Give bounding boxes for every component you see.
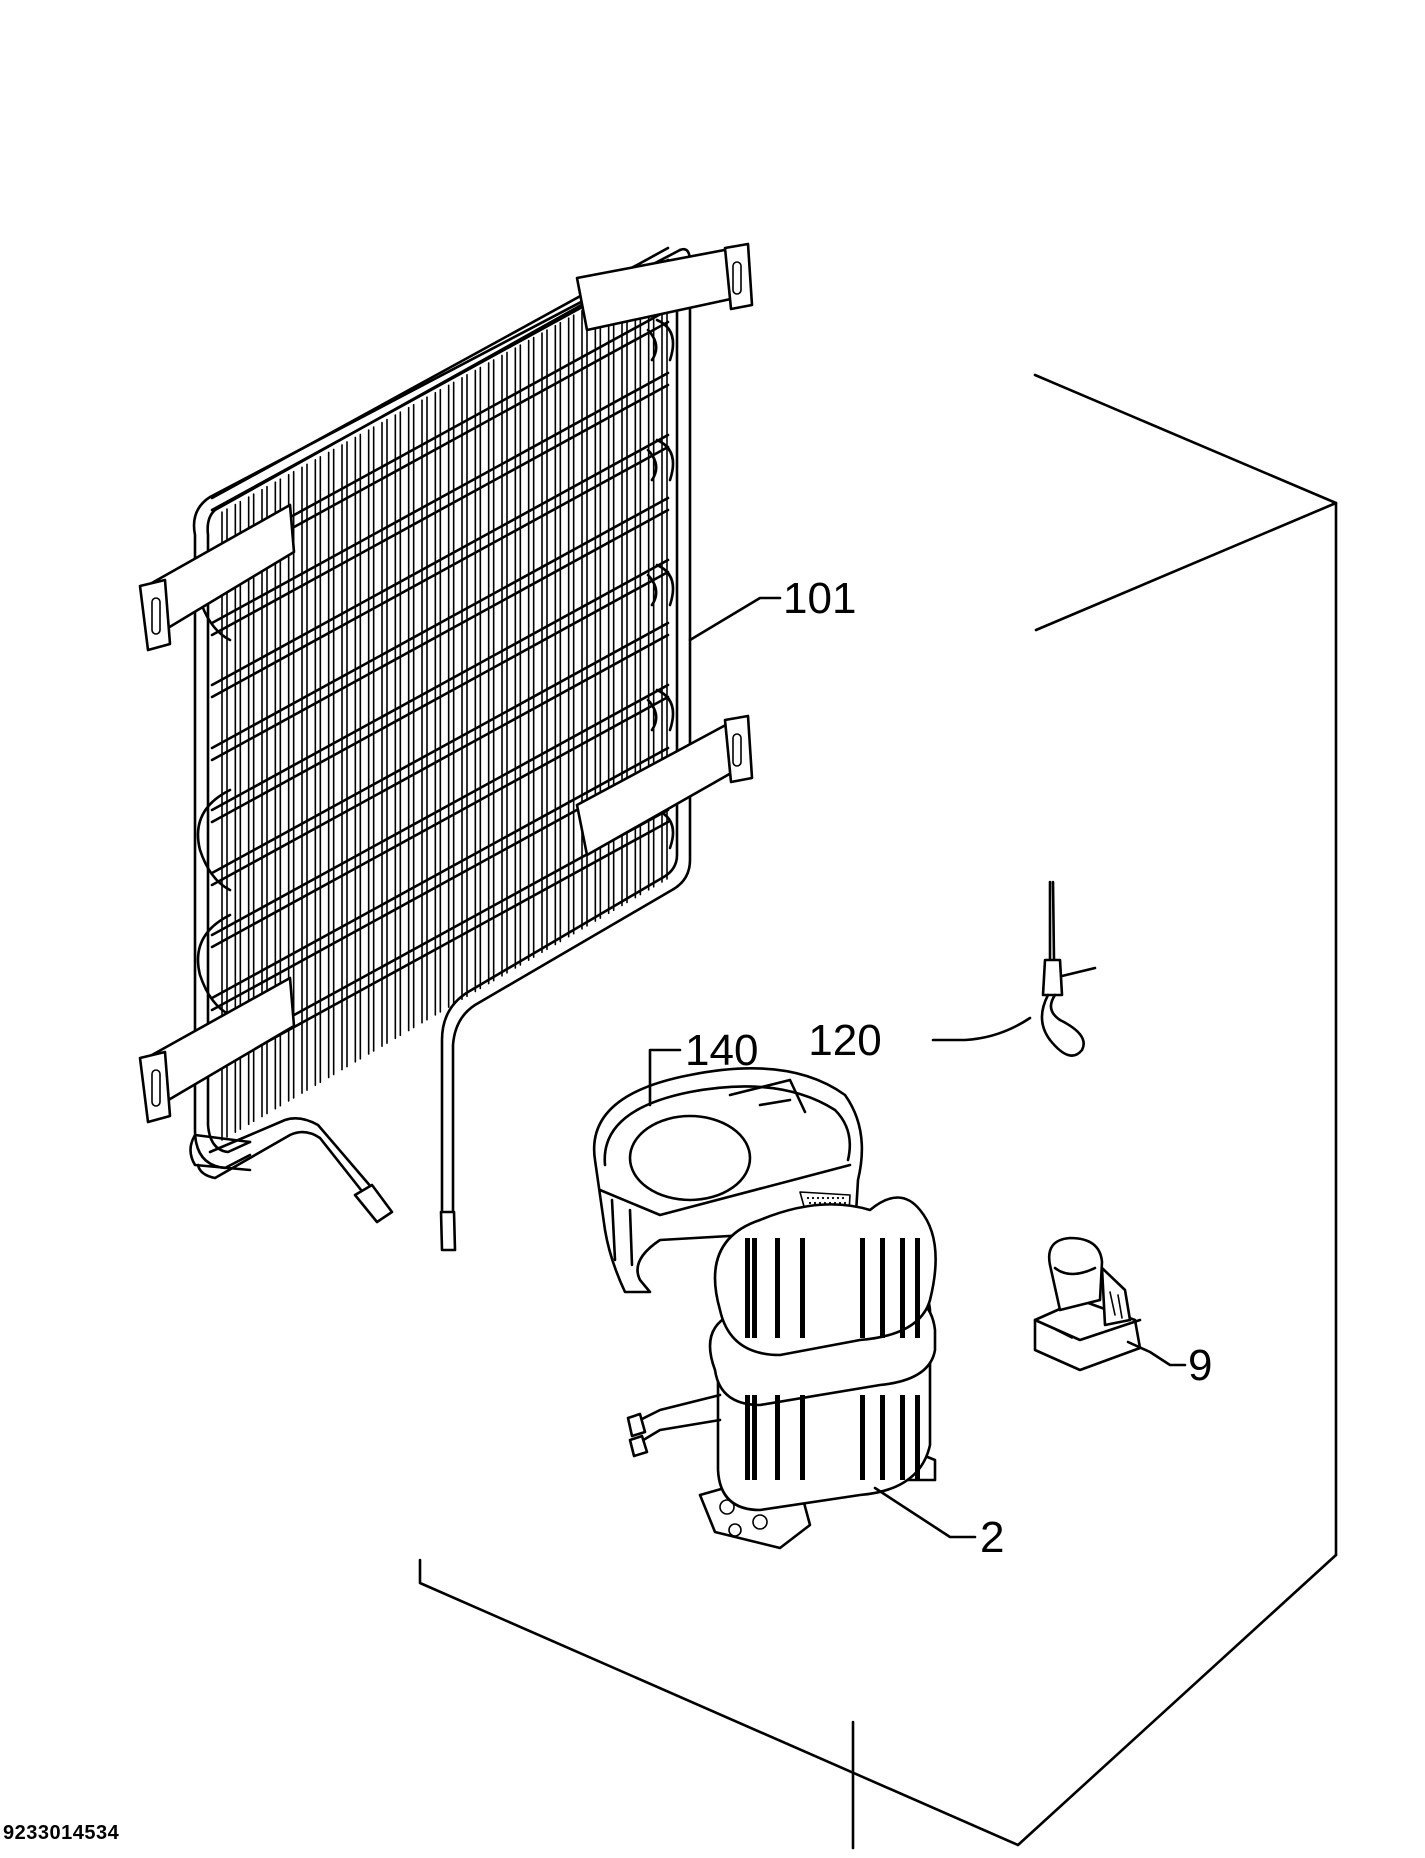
condenser-tube-run — [210, 508, 670, 762]
compressor-stripe — [745, 1238, 750, 1338]
tray-texture-dot — [831, 1196, 835, 1200]
tray-texture-dot — [806, 1196, 810, 1200]
condenser-tube-run — [210, 621, 670, 875]
leader-lines — [648, 596, 1187, 1539]
callout-labels: 101 120 140 2 9 — [685, 574, 1212, 1562]
tray-texture-dot — [841, 1196, 845, 1200]
compressor-stripe — [900, 1238, 905, 1338]
callout-label-drip-tray: 140 — [685, 1026, 758, 1075]
compressor — [626, 1196, 937, 1550]
compressor-stripe — [775, 1395, 780, 1480]
tray-texture-dot — [811, 1196, 815, 1200]
tray-texture-dot — [821, 1196, 825, 1200]
callout-label-thermostat: 120 — [808, 1016, 881, 1065]
drawing-number: 9233014534 — [3, 1822, 120, 1844]
condenser-tube-run — [210, 746, 670, 1000]
compressor-stripe — [880, 1395, 885, 1480]
compressor-stripe — [745, 1395, 750, 1480]
tray-texture-dot — [816, 1196, 820, 1200]
compressor-stripe — [752, 1238, 757, 1338]
condenser-tube-run — [210, 383, 670, 637]
relay-clip — [1033, 1236, 1142, 1372]
condenser-tube-run — [210, 558, 670, 812]
compressor-stripe — [775, 1238, 780, 1338]
tray-texture-dot — [808, 1201, 812, 1205]
callout-label-relay-clip: 9 — [1188, 1341, 1212, 1390]
compressor-stripe — [800, 1395, 805, 1480]
compressor-stripe — [752, 1395, 757, 1480]
condenser-tube-run — [210, 445, 670, 699]
condenser — [138, 242, 754, 1252]
compressor-stripe — [860, 1238, 865, 1338]
condenser-tube-run — [210, 695, 670, 949]
compressor-stripe — [800, 1238, 805, 1338]
compressor-stripe — [880, 1238, 885, 1338]
compressor-stripe — [915, 1395, 920, 1480]
condenser-tube-run — [210, 433, 670, 687]
condenser-tube-run — [210, 633, 670, 887]
compressor-shading — [745, 1238, 920, 1480]
tray-texture-dot — [813, 1201, 817, 1205]
condenser-tube-run — [210, 683, 670, 937]
thermostat-capillary — [1040, 880, 1097, 1057]
compressor-stripe — [900, 1395, 905, 1480]
condenser-tube-run — [210, 570, 670, 824]
tray-texture-dot — [836, 1196, 840, 1200]
compressor-stripe — [860, 1395, 865, 1480]
cabinet-outline — [418, 373, 1338, 1850]
tray-texture-dot — [843, 1201, 847, 1205]
condenser-tube-run — [210, 371, 670, 625]
condenser-tube-run — [210, 496, 670, 750]
tray-texture-dot — [826, 1196, 830, 1200]
callout-label-compressor: 2 — [980, 1513, 1004, 1562]
callout-label-condenser: 101 — [783, 574, 856, 623]
compressor-stripe — [915, 1238, 920, 1338]
